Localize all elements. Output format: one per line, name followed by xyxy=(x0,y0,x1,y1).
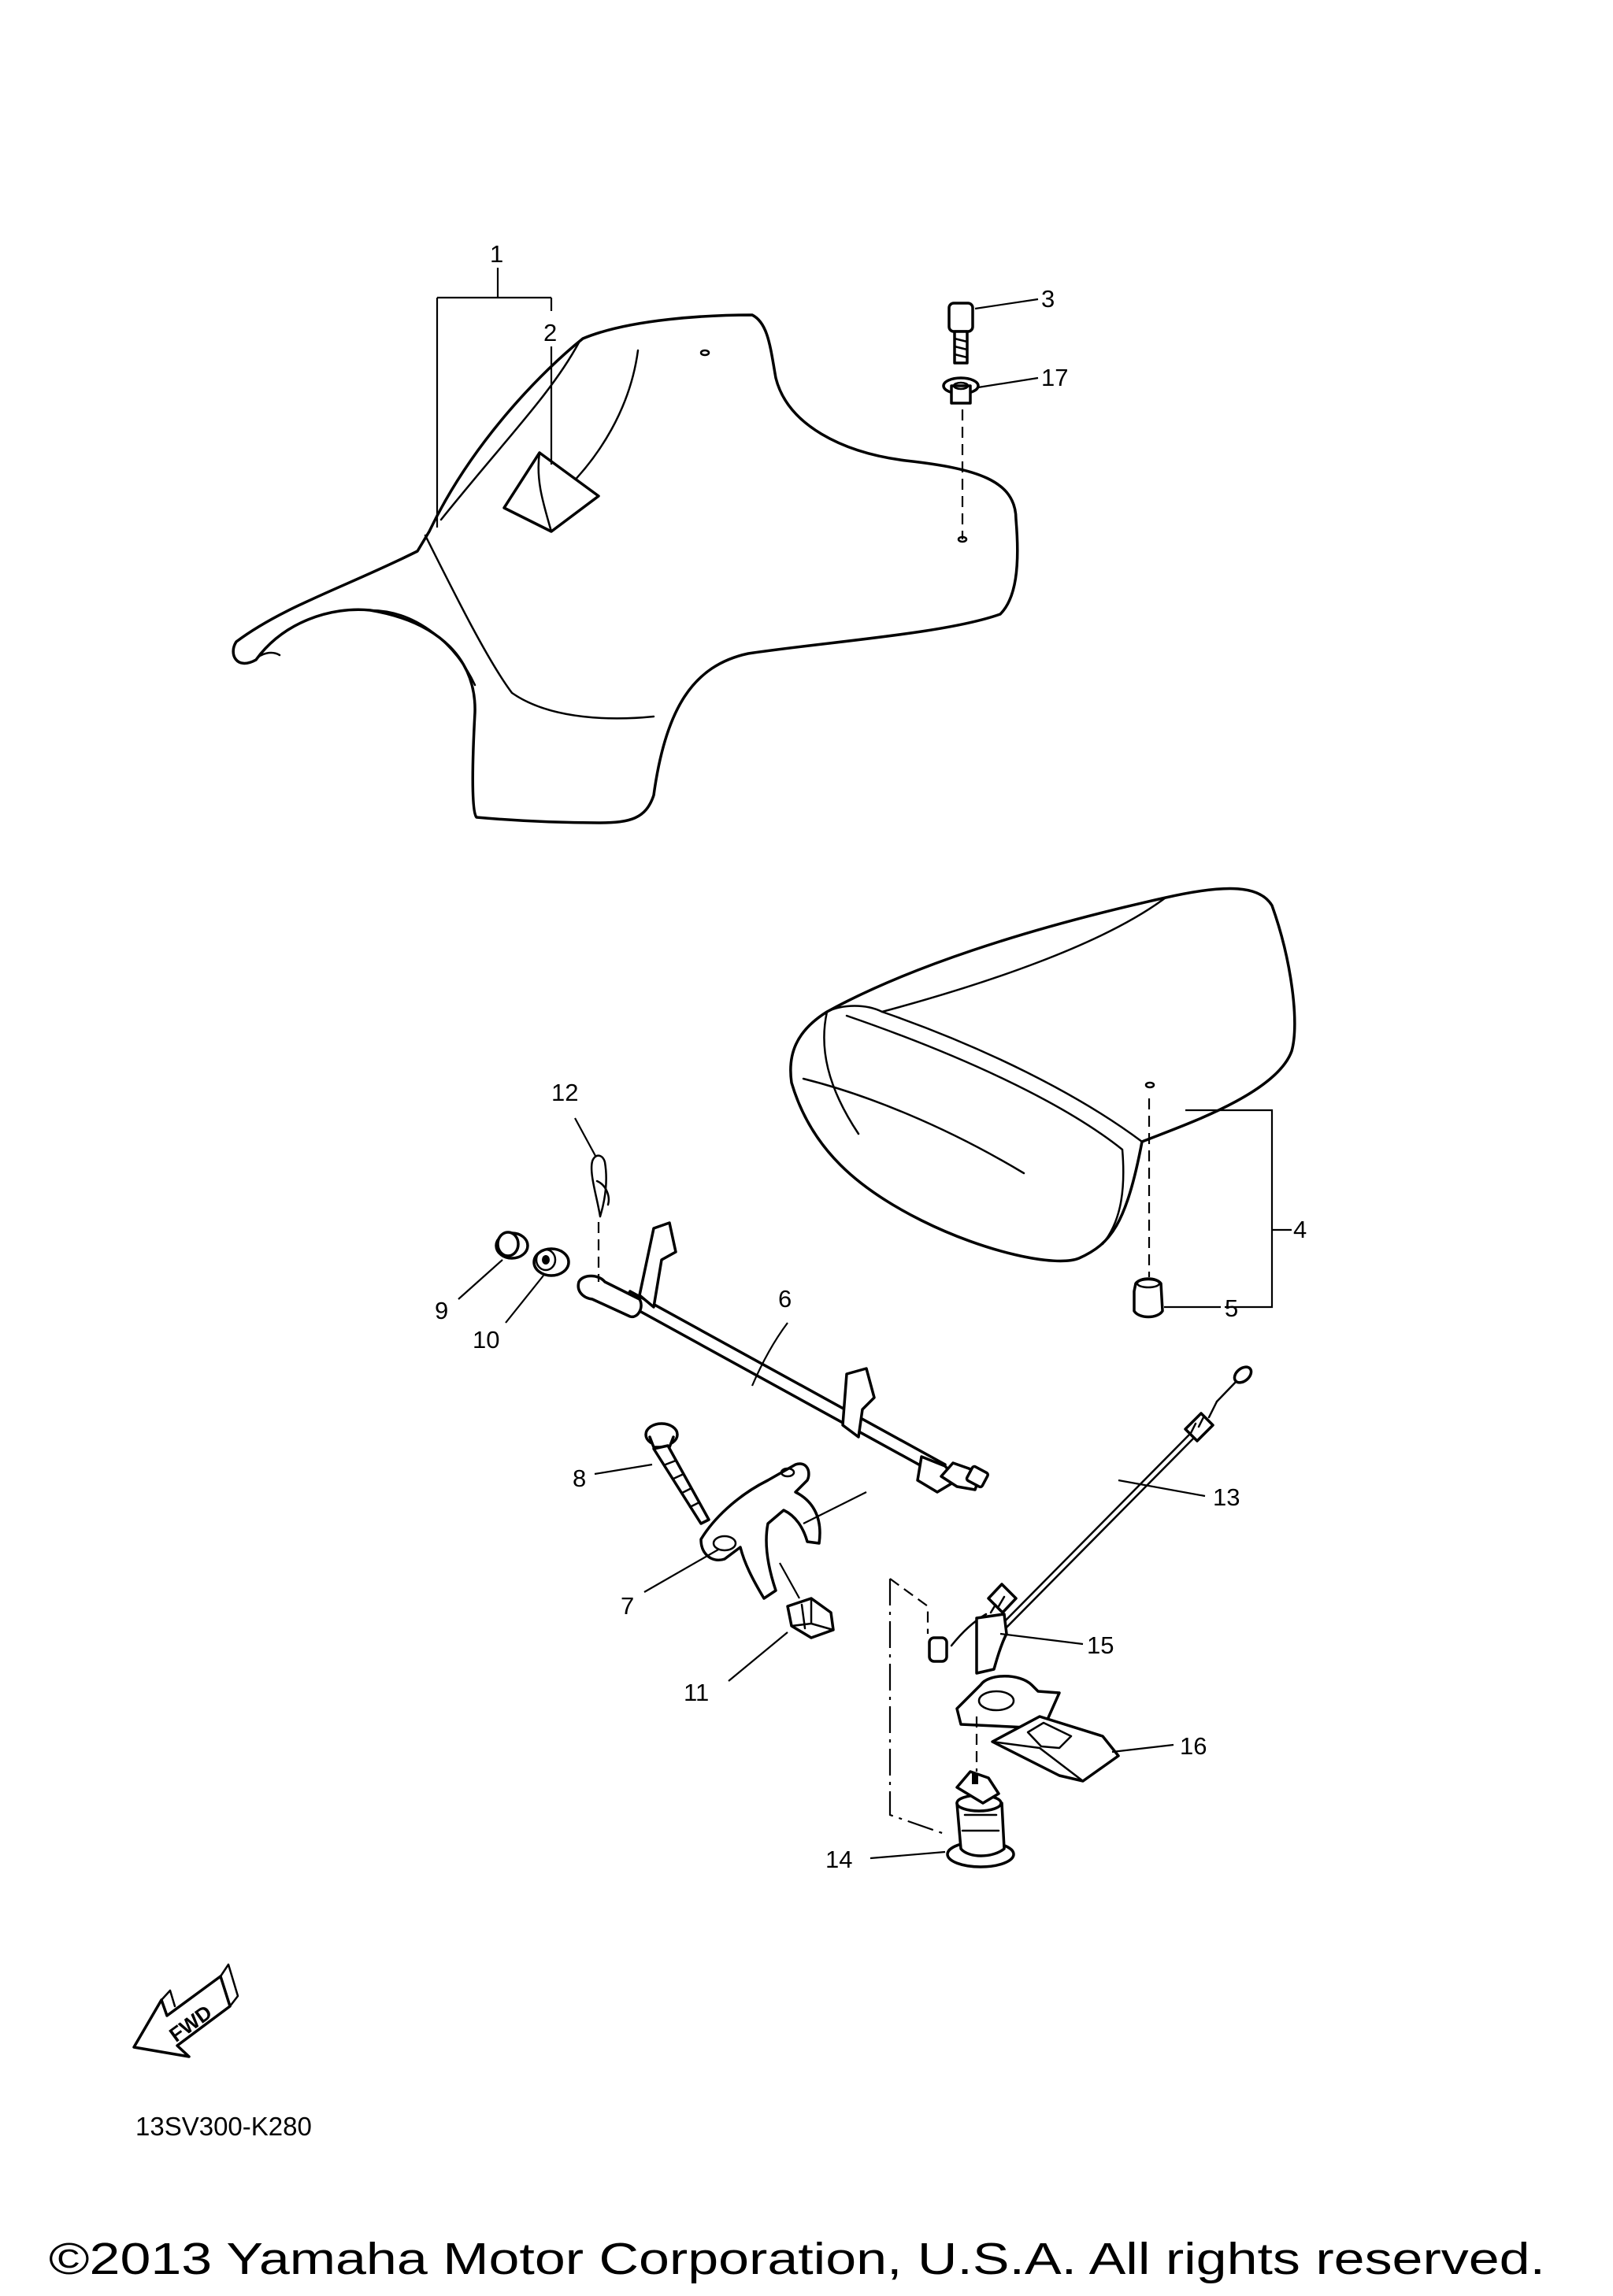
callout-6: 6 xyxy=(778,1285,792,1313)
grommet-10[interactable] xyxy=(532,1247,570,1277)
callout-17: 17 xyxy=(1041,364,1068,391)
callout-2: 2 xyxy=(543,319,557,346)
assembly-line-14 xyxy=(888,1579,947,1836)
bracket-7[interactable] xyxy=(699,1462,821,1600)
bracket-link-line-2 xyxy=(779,1562,800,1599)
hair-pin-12[interactable] xyxy=(590,1154,610,1218)
damper-5[interactable] xyxy=(1133,1277,1164,1319)
callout-4: 4 xyxy=(1293,1216,1307,1243)
callout-14: 14 xyxy=(825,1846,852,1873)
copyright-notice: ©2013 Yamaha Motor Corporation, U.S.A. A… xyxy=(49,2234,1545,2284)
bolt-8[interactable] xyxy=(644,1422,710,1525)
callout-5: 5 xyxy=(1225,1294,1238,1322)
seat-lock-14[interactable] xyxy=(946,1770,1015,1868)
leader-lines xyxy=(436,268,1292,1860)
callout-9: 9 xyxy=(435,1297,448,1324)
callout-13: 13 xyxy=(1213,1483,1240,1511)
seat-patch[interactable] xyxy=(502,451,600,533)
callout-12: 12 xyxy=(551,1079,578,1106)
fwd-arrow-icon: FWD xyxy=(132,1963,239,2058)
lock-rod-6[interactable] xyxy=(577,1221,989,1494)
bolt-3[interactable] xyxy=(947,302,974,365)
callout-10: 10 xyxy=(473,1326,499,1354)
drawing-code: 13SV300-K280 xyxy=(135,2112,312,2141)
callout-15: 15 xyxy=(1087,1631,1114,1659)
holder-15[interactable] xyxy=(928,1613,1008,1675)
callout-16: 16 xyxy=(1180,1732,1207,1760)
callout-8: 8 xyxy=(573,1465,586,1492)
collar-17[interactable] xyxy=(942,376,980,405)
callout-1: 1 xyxy=(490,240,503,268)
passenger-seat[interactable] xyxy=(789,887,1296,1263)
assembly-line-14b xyxy=(889,1578,929,1634)
cable-13[interactable] xyxy=(950,1364,1254,1647)
rider-seat[interactable] xyxy=(232,313,1019,824)
callout-3: 3 xyxy=(1041,285,1055,313)
bracket-link-line xyxy=(803,1491,867,1524)
callout-11: 11 xyxy=(684,1679,709,1706)
clamp-11[interactable] xyxy=(786,1597,835,1639)
plate-16[interactable] xyxy=(955,1675,1120,1783)
washer-9[interactable] xyxy=(495,1231,529,1260)
callout-7: 7 xyxy=(621,1592,634,1620)
